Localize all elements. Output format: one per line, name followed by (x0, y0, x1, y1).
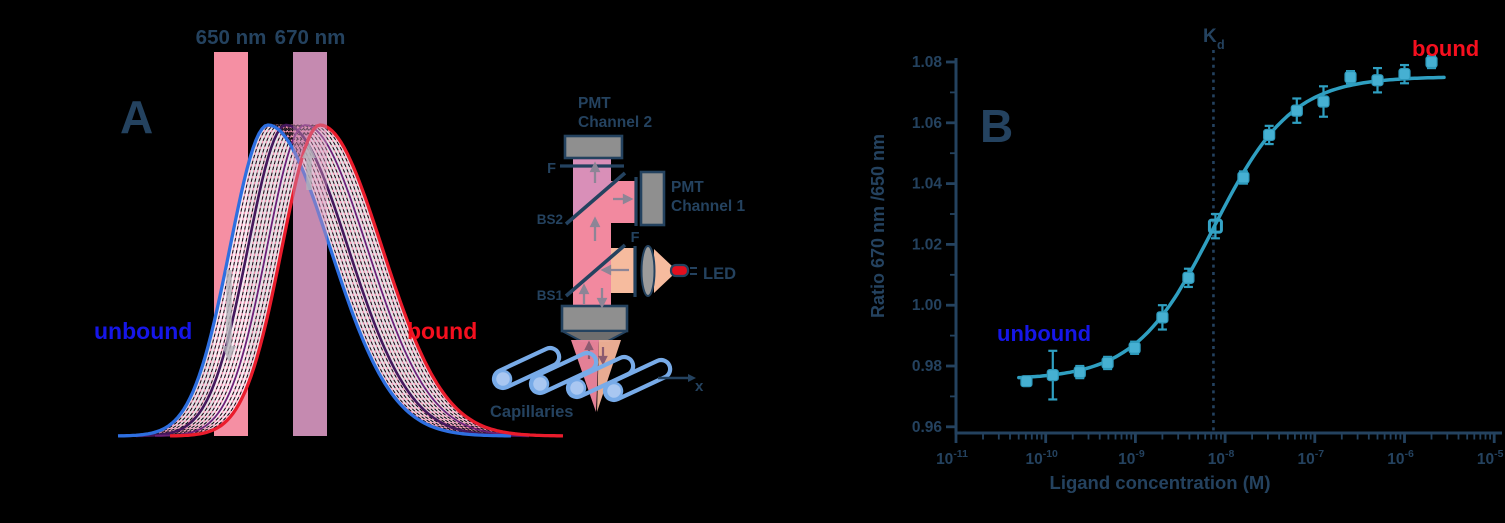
x-direction-label: x (695, 378, 704, 395)
y-tick-label: 1.08 (912, 54, 943, 71)
spectra-curve-fan (117, 123, 564, 438)
intermediate-spectrum-dashed (132, 124, 526, 437)
beamsplitter-1 (564, 243, 627, 298)
unbound-spectrum-curve (117, 123, 512, 438)
x-tick-label: 10-10 (1025, 448, 1058, 468)
chart-axes: 1.08 1.06 1.04 1.02 1.00 0.98 0.96 10-11 10-10 10… (912, 54, 1504, 468)
band-650nm-label: 650 nm (196, 26, 267, 49)
data-point (1073, 365, 1086, 379)
panel-b-label: B (980, 100, 1013, 152)
pmt1-label-line2: Channel 1 (671, 198, 745, 215)
x-axis-title: Ligand concentration (M) (1050, 472, 1271, 493)
y-axis-title: Ratio 670 nm /650 nm (868, 134, 888, 318)
led-label: LED (703, 265, 736, 283)
data-point (1371, 74, 1384, 87)
data-point (1156, 311, 1169, 324)
x-tick-label: 10-5 (1477, 448, 1504, 468)
y-tick-label: 1.02 (912, 236, 942, 253)
pmt2-label-line2: Channel 2 (578, 114, 652, 131)
pmt1-label-line1: PMT (671, 179, 704, 196)
unbound-spectrum-label: unbound (94, 318, 192, 344)
x-tick-label: 10-6 (1387, 448, 1414, 468)
intermediate-spectrum-dashed (166, 124, 560, 437)
emission-beam-670 (573, 158, 611, 218)
pmt-detector-1 (639, 170, 666, 227)
data-point (1398, 68, 1411, 81)
capillary (491, 345, 562, 391)
filter-label: F (631, 230, 640, 246)
panel-b-chart: 1.08 1.06 1.04 1.02 1.00 0.98 0.96 10-11 10-10 10… (868, 26, 1504, 493)
data-point (1046, 369, 1059, 382)
y-tick-label: 1.00 (912, 297, 942, 314)
intensity-decrease-arrow-icon (222, 270, 236, 362)
intermediate-spectrum-dashed (143, 124, 538, 437)
kd-annotation: K (1203, 26, 1217, 47)
capillaries-label: Capillaries (490, 403, 573, 421)
data-point (1237, 171, 1250, 184)
beamsplitter-2 (564, 171, 627, 226)
data-point (1101, 356, 1114, 370)
data-point (1344, 71, 1357, 84)
data-point (1182, 271, 1195, 284)
lens-icon (640, 245, 656, 297)
led-icon (669, 263, 690, 278)
kd-annotation-sub: d (1217, 38, 1225, 52)
band-670nm-overlay (293, 52, 327, 436)
bound-region-label: bound (1412, 36, 1479, 61)
capillary (528, 350, 599, 396)
data-point (1263, 128, 1276, 142)
data-point-open (1207, 218, 1223, 234)
x-tick-label: 10-11 (936, 448, 968, 468)
panel-a-label: A (120, 91, 153, 143)
intermediate-spectrum-dashed (158, 124, 552, 437)
capillary (565, 354, 636, 400)
data-point (1128, 341, 1141, 354)
x-tick-label: 10-7 (1298, 448, 1325, 468)
intermediate-spectrum-dashed (162, 124, 556, 437)
purple-spectrum-curve (135, 123, 530, 438)
filter-label: F (547, 161, 556, 177)
intermediate-spectrum-dashed (147, 124, 541, 437)
objective-lens (560, 304, 629, 333)
intermediate-spectrum-dashed (121, 124, 515, 437)
unbound-region-label: unbound (997, 321, 1091, 346)
y-tick-label: 0.96 (912, 419, 943, 436)
band-670nm (293, 52, 327, 436)
scan-direction-arrow-icon (658, 374, 696, 382)
y-tick-label: 1.06 (912, 115, 943, 132)
data-point (1020, 375, 1033, 388)
unbound-wavelength-label: 670 nm (275, 26, 346, 49)
intermediate-spectrum-dashed (140, 124, 534, 437)
bs1-label: BS1 (537, 288, 564, 303)
purple-spectrum-curve (154, 124, 549, 437)
intermediate-spectrum-dashed (129, 124, 523, 437)
intensity-increase-arrow-icon (302, 143, 316, 190)
data-point (1425, 55, 1438, 69)
excitation-cone (654, 249, 672, 293)
bound-spectrum-curve (169, 123, 564, 438)
x-tick-label: 10-9 (1118, 448, 1145, 468)
pmt-detector-2 (563, 134, 624, 160)
y-tick-label: 1.04 (912, 176, 943, 193)
light-path-arrows-icon (578, 161, 634, 309)
pmt2-label-line1: PMT (578, 95, 611, 112)
data-point (1317, 95, 1330, 108)
data-point (1290, 104, 1303, 117)
x-tick-label: 10-8 (1208, 448, 1235, 468)
objective-tip (561, 330, 628, 342)
intermediate-spectrum-dashed (125, 124, 519, 437)
capillaries-group (491, 345, 673, 403)
data-points (1020, 54, 1438, 401)
bound-spectrum-label: bound (407, 318, 477, 344)
panel-a-spectra: A 650 nm 670 nm unbound bound (94, 26, 564, 438)
optical-setup-diagram: PMT Channel 2 PMT Channel 1 F F BS2 BS1 … (490, 95, 745, 421)
capillary (602, 357, 673, 403)
bs2-label: BS2 (537, 212, 563, 227)
intermediate-spectrum-dashed (151, 124, 545, 437)
y-tick-label: 0.98 (912, 358, 943, 375)
